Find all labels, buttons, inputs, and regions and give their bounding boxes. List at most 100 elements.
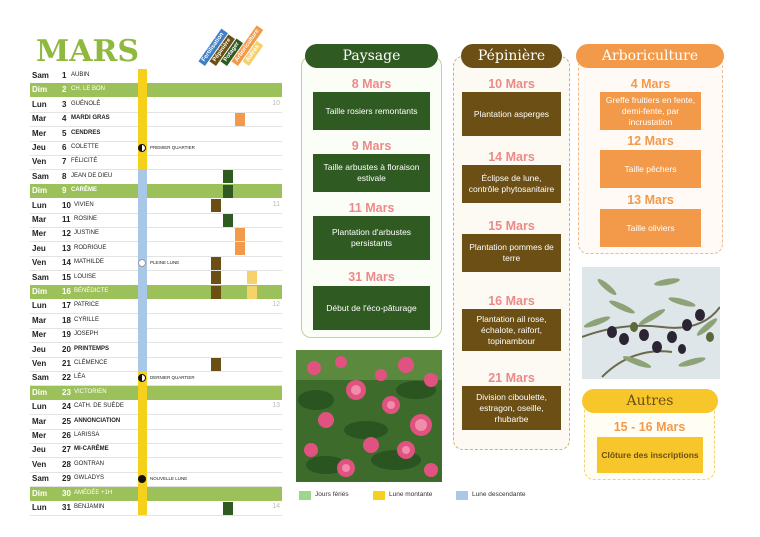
day-name: Lun: [32, 503, 47, 512]
saint-name: Mardi Gras: [71, 115, 110, 122]
day-name: Sam: [32, 373, 49, 383]
day-name: Jeu: [32, 143, 46, 152]
calendar-row: Lun3Guénolé10: [30, 98, 282, 112]
arboriculture-task-3: Taille oliviers: [600, 209, 701, 247]
paysage-date-2: 9 Mars: [351, 139, 392, 153]
day-name: Dim: [32, 85, 48, 95]
row-divider: [30, 270, 282, 272]
pepiniere-task-2: Éclipse de lune, contrôle phytosanitaire: [462, 165, 561, 203]
calendar-task-mark: [211, 271, 221, 285]
saint-name: Jean de Dieu: [71, 172, 113, 179]
day-number: 19: [62, 330, 71, 340]
day-number: 22: [62, 373, 71, 383]
day-name: Mar: [32, 114, 47, 124]
calendar-row: Mar11Rosine: [30, 213, 282, 227]
moon-phase-label: Nouvelle lune: [150, 476, 188, 482]
saint-name: Joseph: [74, 331, 99, 338]
day-number: 23: [62, 387, 71, 397]
saint-name: Cendres: [71, 129, 101, 136]
calendar-row: Mer 5 Cendres: [30, 127, 282, 141]
moon-phase-icon: [138, 259, 146, 268]
calendar-row: Lun31Benjamin14: [30, 501, 282, 515]
paysage-task-3: Plantation d'arbustes persistants: [313, 216, 430, 260]
autres-task-1: Clôture des inscriptions: [597, 437, 703, 473]
moon-rising-bar: [138, 69, 147, 170]
week-number: 11: [272, 200, 280, 208]
roses-photo: [296, 350, 442, 482]
calendar-row: Sam1Aubin: [30, 69, 282, 83]
pepiniere-header: Pépinière: [461, 44, 562, 68]
calendar-row: Dim2Ch. le Bon: [30, 83, 282, 98]
pepiniere-date-1: 10 Mars: [488, 77, 535, 91]
day-name: Sam: [32, 474, 49, 484]
day-name: Ven: [32, 157, 47, 167]
day-name: Mer: [32, 128, 47, 138]
calendar-row: Jeu27Mi-Carême: [30, 443, 282, 457]
calendar-row: Lun17Patrice12: [30, 299, 282, 313]
row-divider: [30, 126, 282, 128]
day-number: 31: [62, 503, 71, 512]
day-name: Mar: [32, 315, 47, 325]
calendar-row: Mer12Justine: [30, 227, 282, 241]
calendar-row: Dim9Carême: [30, 184, 282, 199]
day-name: Sam: [32, 272, 49, 282]
row-divider: [30, 140, 282, 142]
paysage-task-1: Taille rosiers remontants: [313, 92, 430, 130]
saint-name: Benjamin: [74, 504, 105, 510]
pepiniere-date-4: 16 Mars: [488, 294, 535, 308]
saint-name: Ch. le Bon: [71, 86, 106, 93]
saint-name: Mathilde: [74, 259, 104, 266]
day-name: Jeu: [32, 344, 46, 354]
day-number: 11: [62, 215, 71, 224]
calendar-row: Sam15Louise: [30, 271, 282, 285]
pepiniere-task-1: Plantation asperges: [462, 92, 561, 136]
row-divider: [30, 457, 282, 459]
saint-name: Gwladys: [74, 475, 105, 482]
calendar-row: Dim23Victorien: [30, 385, 282, 400]
calendar-row: Jeu13Rodrigue: [30, 242, 282, 256]
row-divider: [30, 414, 282, 416]
legend-label-falling-moon: Lune descendante: [472, 491, 526, 498]
calendar-row: Mar25Annonciation: [30, 415, 282, 429]
row-divider: [30, 428, 282, 430]
row-divider: [30, 313, 282, 315]
day-name: Sam: [32, 71, 49, 80]
calendar-task-mark: [223, 501, 233, 515]
day-number: 20: [62, 344, 71, 354]
paysage-date-4: 31 Mars: [348, 270, 395, 284]
saint-name: Colette: [71, 144, 99, 150]
day-name: Jeu: [32, 243, 46, 253]
day-number: 5: [62, 128, 67, 138]
calendar-task-mark: [211, 199, 221, 213]
autres-date-1: 15 - 16 Mars: [613, 420, 686, 434]
pepiniere-date-3: 15 Mars: [488, 219, 535, 233]
saint-name: Justine: [74, 230, 100, 237]
paysage-task-2: Taille arbustes à floraison estivale: [313, 154, 430, 192]
moon-phase-label: Pleine lune: [150, 260, 180, 266]
saint-name: Rosine: [74, 216, 98, 222]
day-name: Ven: [32, 258, 47, 268]
day-name: Dim: [32, 287, 48, 296]
day-number: 29: [62, 474, 71, 484]
saint-name: Clémence: [74, 360, 108, 366]
pepiniere-task-3: Plantation pommes de terre: [462, 234, 561, 272]
saint-name: Cath. de Suède: [74, 403, 124, 410]
day-name: Dim: [32, 488, 48, 498]
day-number: 13: [62, 243, 71, 253]
saint-name: Guénolé: [71, 100, 101, 107]
calendar-row: Sam22Léa: [30, 371, 282, 385]
legend-swatch-falling-moon: [456, 491, 468, 500]
moon-phase-label: Premier quartier: [150, 145, 195, 150]
legend-swatch-rising-moon: [373, 491, 385, 500]
arboriculture-date-3: 13 Mars: [627, 193, 674, 207]
day-number: 8: [62, 171, 67, 181]
row-divider: [30, 342, 282, 344]
calendar-row: Jeu6Colette: [30, 141, 282, 155]
day-number: 28: [62, 459, 71, 469]
row-divider: [30, 371, 282, 372]
saint-name: Larissa: [74, 432, 100, 438]
calendar-task-mark: [235, 112, 245, 126]
moon-phase-label: Dernier quartier: [150, 375, 195, 381]
saint-name: Félicité: [71, 158, 98, 165]
olives-photo: [582, 267, 720, 379]
